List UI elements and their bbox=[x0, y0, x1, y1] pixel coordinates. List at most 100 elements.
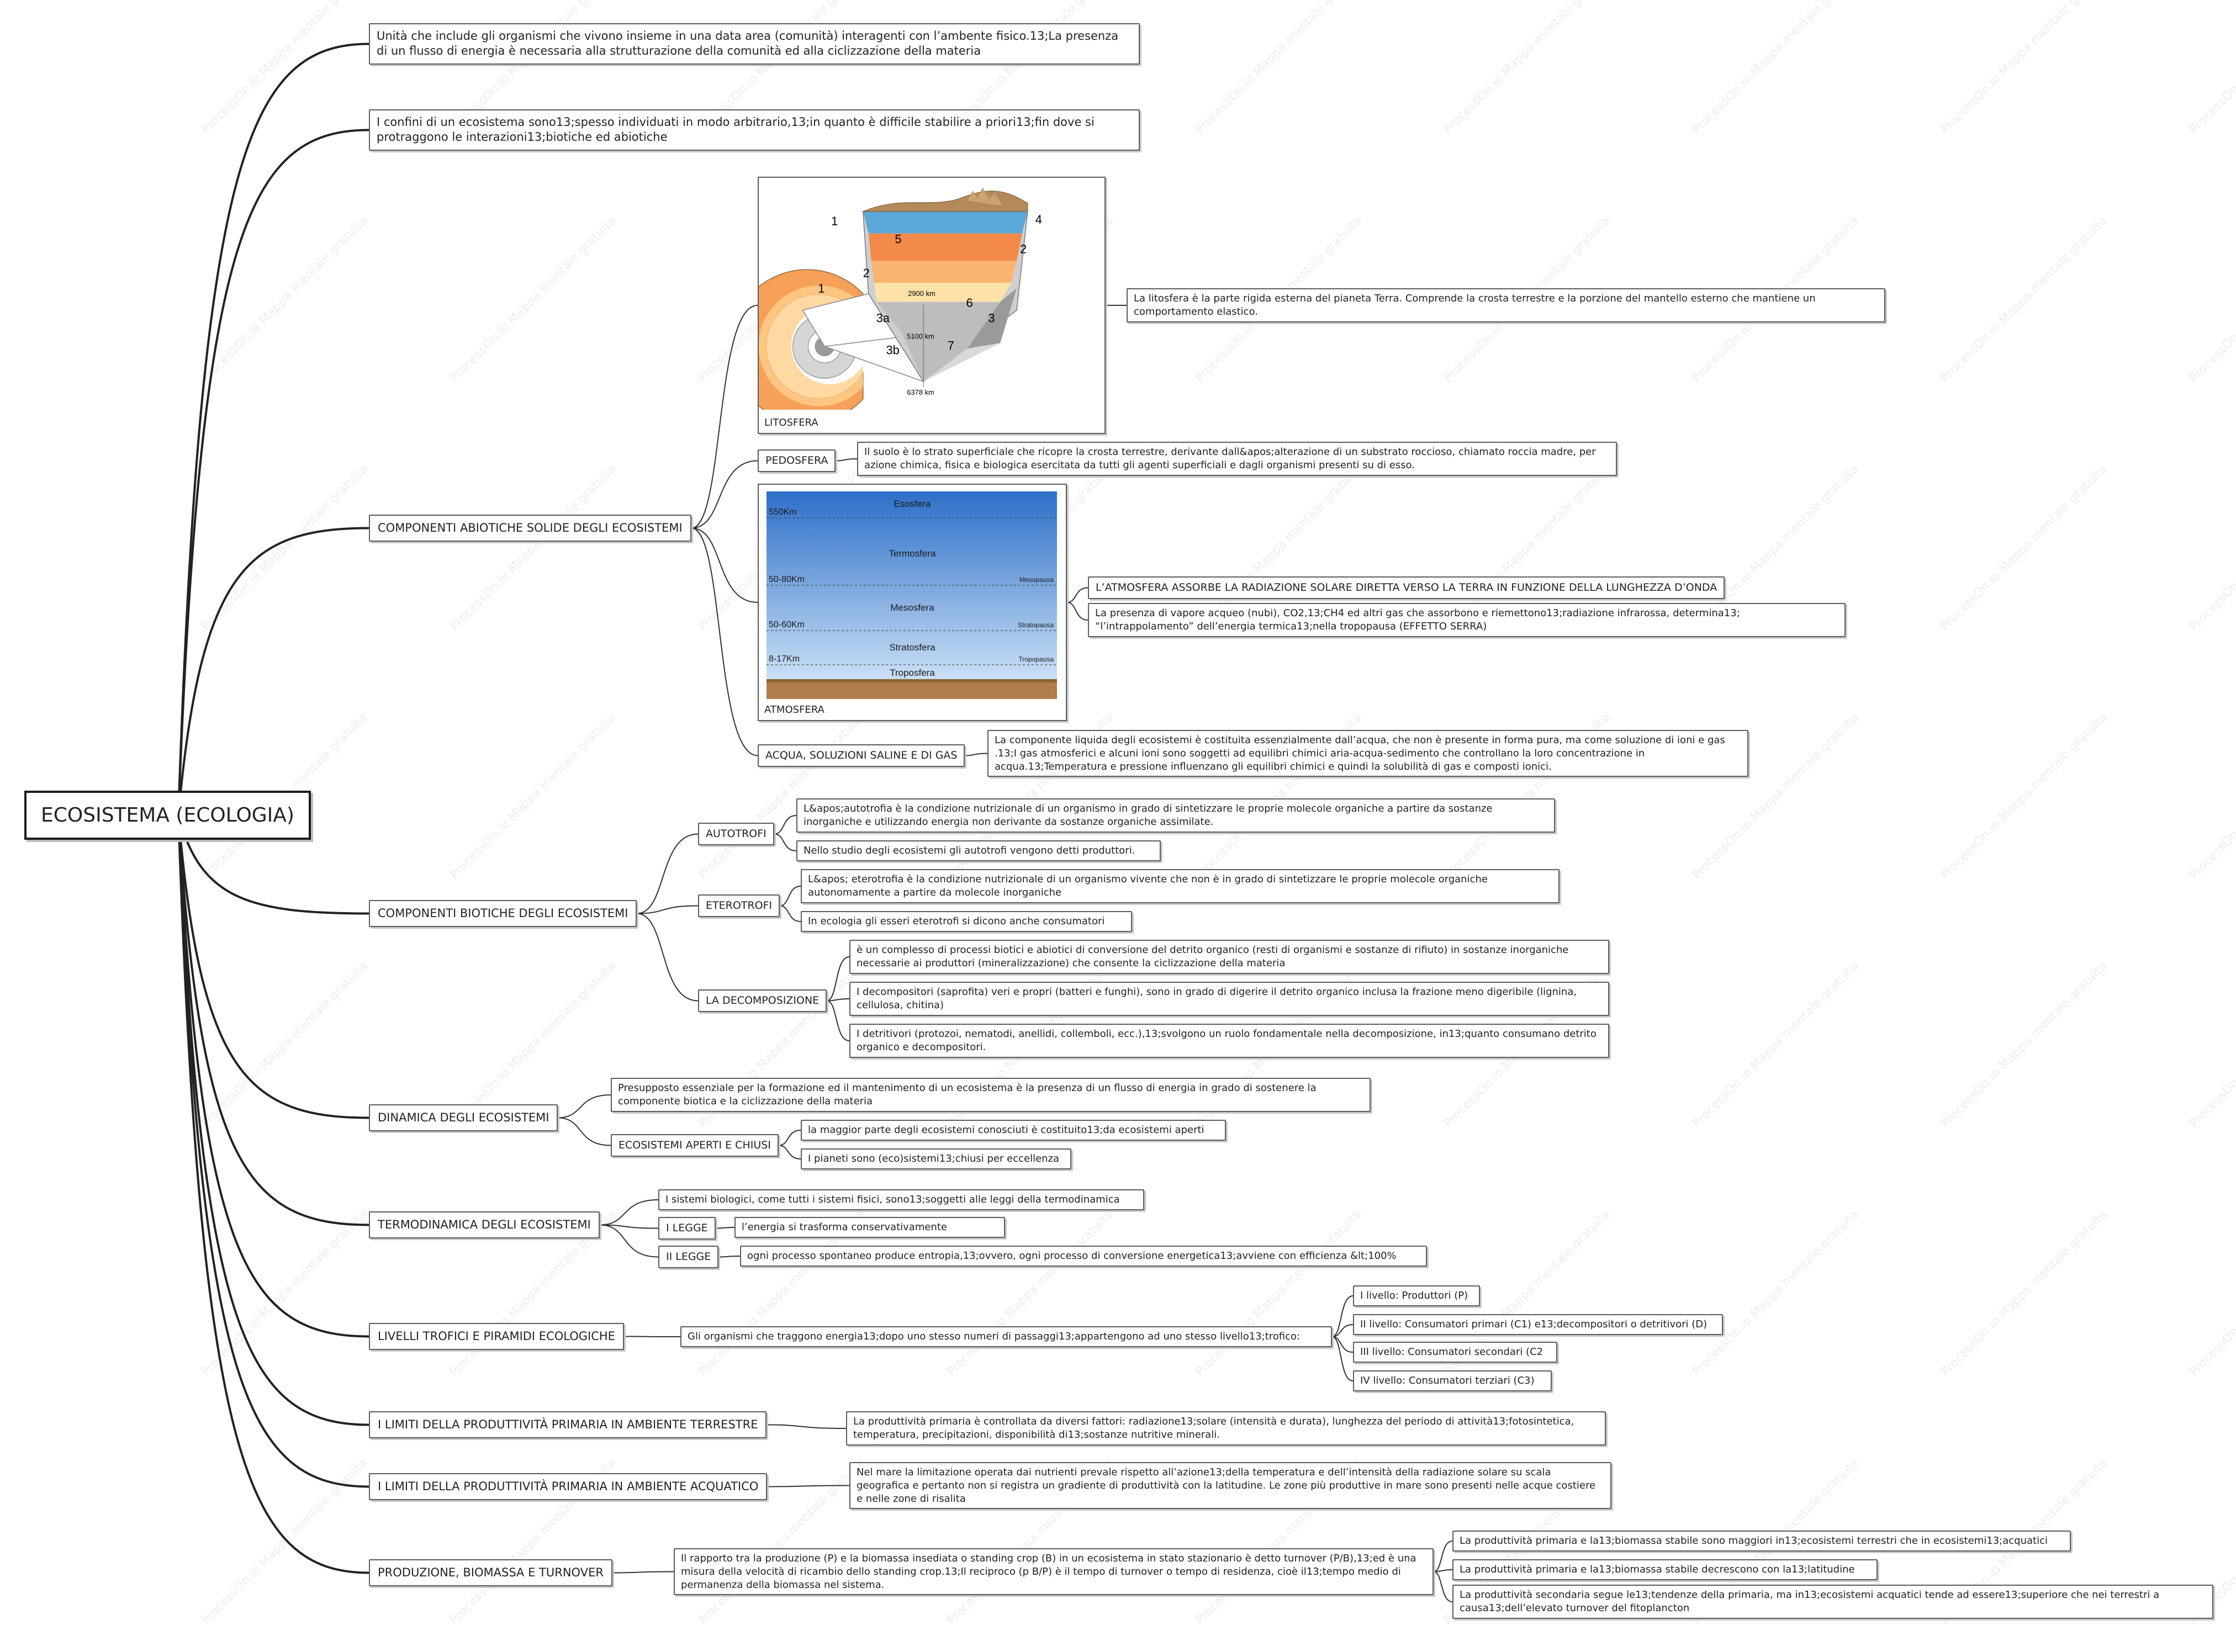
connector-n-lv1 bbox=[1331, 1324, 1354, 1337]
root-connector-n-abio bbox=[177, 527, 369, 816]
branch-thermodynamics[interactable]: TERMODINAMICA DEGLI ECOSISTEMI bbox=[369, 1211, 600, 1239]
trophic-level-1[interactable]: I livello: Produttori (P) bbox=[1353, 1285, 1480, 1306]
connector-n-prod-t bbox=[612, 1571, 674, 1574]
connector-n-etero1 bbox=[779, 905, 801, 922]
lithosphere-label-3a: 3a bbox=[876, 311, 890, 325]
connector-n-etero0 bbox=[779, 886, 801, 907]
lithosphere-label-6: 6 bbox=[966, 296, 973, 310]
branch-trophic-levels[interactable]: LIVELLI TROFICI E PIRAMIDI ECOLOGICHE bbox=[369, 1323, 624, 1351]
branch-ecosystem-dynamics[interactable]: DINAMICA DEGLI ECOSISTEMI bbox=[369, 1104, 558, 1132]
heterotrophs-node[interactable]: ETEROTROFI bbox=[698, 894, 780, 917]
lithosphere-depth-6378: 6378 km bbox=[907, 388, 934, 396]
lithosphere-depth-5100: 5100 km bbox=[907, 332, 934, 340]
lithosphere-label-3b: 3b bbox=[886, 343, 900, 357]
productivity-latitude[interactable]: La produttività primaria e la13;biomassa… bbox=[1452, 1559, 1878, 1580]
connector-n-deco bbox=[636, 913, 699, 1002]
connector-n-aqua-t bbox=[767, 1485, 850, 1487]
connector-n-auto bbox=[636, 833, 699, 914]
connector-n-open bbox=[557, 1117, 611, 1146]
water-solutions-node[interactable]: ACQUA, SOLUZIONI SALINE E DI GAS bbox=[758, 744, 965, 767]
connector-n-lv3 bbox=[1331, 1336, 1354, 1381]
atmosphere-note-absorption[interactable]: L’ATMOSFERA ASSORBE LA RADIAZIONE SOLARE… bbox=[1088, 576, 1725, 599]
autotrophs-definition[interactable]: L&apos;autotrofia è la condizione nutriz… bbox=[796, 798, 1555, 833]
atmosphere-altitude-label: 50-60Km bbox=[769, 620, 805, 629]
connector-n-thermo-t bbox=[599, 1199, 659, 1226]
atmosphere-note-greenhouse[interactable]: La presenza di vapore acqueo (nubi), CO2… bbox=[1088, 603, 1846, 637]
connector-n-prod2 bbox=[1433, 1571, 1453, 1602]
connector-n-water-t bbox=[964, 753, 988, 756]
second-law-node[interactable]: II LEGGE bbox=[658, 1246, 719, 1268]
decomposition-process[interactable]: è un complesso di processi biotici e abi… bbox=[849, 940, 1609, 974]
turnover-definition[interactable]: Il rapporto tra la produzione (P) e la b… bbox=[674, 1548, 1434, 1596]
connector-n-law2-t bbox=[718, 1256, 741, 1258]
connector-n-auto1 bbox=[774, 833, 797, 851]
thermodynamics-laws-note[interactable]: I sistemi biologici, come tutti i sistem… bbox=[658, 1189, 1144, 1210]
autotrophs-producers[interactable]: Nello studio degli ecosistemi gli autotr… bbox=[796, 840, 1161, 861]
water-solutions-description[interactable]: La componente liquida degli ecosistemi è… bbox=[987, 730, 1748, 777]
connector-n-law2 bbox=[599, 1224, 659, 1258]
lithosphere-image-node[interactable]: 1 5 4 2 2 1 6 3a 3 3b 7 2900 km 5100 km … bbox=[758, 177, 1106, 434]
connector-n-lv0 bbox=[1331, 1295, 1354, 1337]
root-connector-n-bio bbox=[177, 814, 369, 915]
intro-boundaries[interactable]: I confini di un ecosistema sono13;spesso… bbox=[369, 109, 1140, 151]
lithosphere-label-4: 4 bbox=[1035, 213, 1042, 226]
branch-terrestrial-productivity[interactable]: I LIMITI DELLA PRODUTTIVITÀ PRIMARIA IN … bbox=[369, 1411, 767, 1439]
first-law-text[interactable]: l’energia si trasforma conservativamente bbox=[734, 1217, 1005, 1238]
atmosphere-layer-label: Mesosfera bbox=[890, 602, 934, 613]
root-connector-n-dyn bbox=[177, 815, 369, 1119]
connector-n-open0 bbox=[778, 1130, 801, 1146]
connector-n-deco2 bbox=[826, 1000, 850, 1041]
branch-aquatic-productivity[interactable]: I LIMITI DELLA PRODUTTIVITÀ PRIMARIA IN … bbox=[369, 1473, 768, 1501]
heterotrophs-definition[interactable]: L&apos; eterotrofia è la condizione nutr… bbox=[801, 869, 1560, 903]
intro-definition[interactable]: Unità che include gli organismi che vivo… bbox=[369, 23, 1140, 65]
branch-production-biomass-turnover[interactable]: PRODUZIONE, BIOMASSA E TURNOVER bbox=[369, 1559, 612, 1587]
productivity-terrestrial-vs-aquatic[interactable]: La produttività primaria e la13;biomassa… bbox=[1452, 1531, 2071, 1552]
aquatic-productivity-factors[interactable]: Nel mare la limitazione operata dai nutr… bbox=[849, 1462, 1611, 1510]
decomposition-detritivores[interactable]: I detritivori (protozoi, nematodi, anell… bbox=[849, 1024, 1609, 1058]
lithosphere-label-2a: 2 bbox=[863, 266, 870, 280]
first-law-node[interactable]: I LEGGE bbox=[658, 1217, 716, 1240]
connector-n-atmo-n1 bbox=[1066, 602, 1088, 621]
earth-layers-diagram: 1 5 4 2 2 1 6 3a 3 3b 7 2900 km 5100 km … bbox=[759, 187, 1042, 410]
second-law-text[interactable]: ogni processo spontaneo produce entropia… bbox=[740, 1246, 1427, 1267]
connector-n-atmo-n0 bbox=[1066, 587, 1088, 603]
lithosphere-caption: LITOSFERA bbox=[764, 417, 818, 428]
lithosphere-label-5: 5 bbox=[895, 232, 901, 246]
terrestrial-productivity-factors[interactable]: La produttività primaria è controllata d… bbox=[846, 1411, 1606, 1446]
lithosphere-description[interactable]: La litosfera è la parte rigida esterna d… bbox=[1127, 288, 1885, 322]
atmosphere-layer-label: Troposfera bbox=[890, 668, 935, 678]
decomposition-node[interactable]: LA DECOMPOSIZIONE bbox=[698, 989, 827, 1012]
connector-n-deco0 bbox=[826, 956, 850, 1002]
open-ecosystems-note[interactable]: la maggior parte degli ecosistemi conosc… bbox=[801, 1120, 1226, 1141]
atmosphere-caption: ATMOSFERA bbox=[764, 704, 824, 716]
connector-n-atmo bbox=[691, 527, 758, 603]
branch-abiotic-components[interactable]: COMPONENTI ABIOTICHE SOLIDE DEGLI ECOSIS… bbox=[369, 515, 691, 542]
root-topic[interactable]: ECOSISTEMA (ECOLOGIA) bbox=[24, 791, 311, 840]
pedosphere-description[interactable]: Il suolo è lo strato superficiale che ri… bbox=[857, 442, 1617, 476]
dynamics-energy-flow[interactable]: Presupposto essenziale per la formazione… bbox=[611, 1078, 1371, 1112]
atmosphere-diagram: EsosferaTermosferaMesosferaStratosferaTr… bbox=[767, 491, 1057, 699]
trophic-level-4[interactable]: IV livello: Consumatori terziari (C3) bbox=[1353, 1370, 1552, 1391]
closed-ecosystems-note[interactable]: I pianeti sono (eco)sistemi13;chiusi per… bbox=[801, 1148, 1071, 1169]
connector-n-prod0 bbox=[1433, 1540, 1453, 1572]
decomposition-decomposers[interactable]: I decompositori (saprofita) veri e propr… bbox=[849, 982, 1609, 1016]
trophic-level-3[interactable]: III livello: Consumatori secondari (C2 bbox=[1353, 1342, 1557, 1363]
connector-n-dyn-t bbox=[557, 1094, 611, 1119]
trophic-levels-definition[interactable]: Gli organismi che traggono energia13;dop… bbox=[680, 1326, 1332, 1347]
secondary-productivity[interactable]: La produttività secondaria segue le13;te… bbox=[1452, 1585, 2213, 1619]
connector-n-deco1 bbox=[826, 998, 850, 1002]
autotrophs-node[interactable]: AUTOTROFI bbox=[698, 823, 774, 845]
open-closed-ecosystems-node[interactable]: ECOSISTEMI APERTI E CHIUSI bbox=[611, 1134, 779, 1157]
root-connector-n-intro1 bbox=[177, 129, 369, 816]
atmosphere-pause-label: Tropopausa bbox=[1018, 655, 1054, 663]
connector-n-lito bbox=[691, 305, 758, 529]
connector-n-etero bbox=[636, 905, 699, 914]
branch-biotic-components[interactable]: COMPONENTI BIOTICHE DEGLI ECOSISTEMI bbox=[369, 900, 637, 928]
atmosphere-pause-label: Mesopausa bbox=[1019, 576, 1054, 584]
lithosphere-label-1b: 1 bbox=[818, 282, 824, 295]
pedosphere-node[interactable]: PEDOSFERA bbox=[758, 449, 836, 472]
heterotrophs-consumers[interactable]: In ecologia gli esseri eterotrofi si dic… bbox=[801, 911, 1132, 932]
trophic-level-2[interactable]: II livello: Consumatori primari (C1) e13… bbox=[1353, 1314, 1723, 1335]
